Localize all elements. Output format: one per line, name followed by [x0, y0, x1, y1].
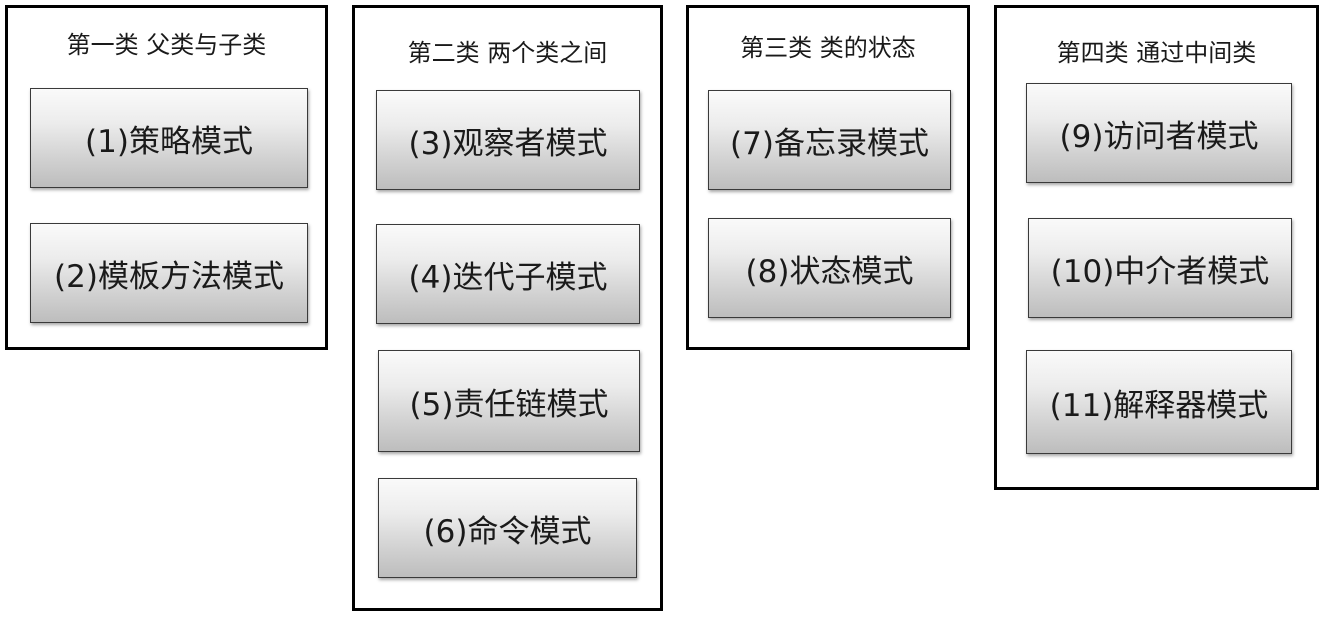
pattern-box-mediator: (10)中介者模式 — [1028, 218, 1292, 318]
group-between-two-classes: 第二类 两个类之间 (3)观察者模式 (4)迭代子模式 (5)责任链模式 (6)… — [352, 5, 663, 611]
pattern-box-state: (8)状态模式 — [708, 218, 951, 318]
group-parent-child: 第一类 父类与子类 (1)策略模式 (2)模板方法模式 — [5, 5, 328, 350]
group-title: 第一类 父类与子类 — [66, 31, 267, 59]
pattern-box-memento: (7)备忘录模式 — [708, 90, 951, 190]
pattern-box-chain-of-responsibility: (5)责任链模式 — [378, 350, 640, 452]
pattern-box-command: (6)命令模式 — [378, 478, 637, 578]
pattern-box-iterator: (4)迭代子模式 — [376, 224, 640, 324]
pattern-box-interpreter: (11)解释器模式 — [1026, 350, 1292, 454]
pattern-box-visitor: (9)访问者模式 — [1026, 83, 1292, 183]
pattern-box-strategy: (1)策略模式 — [30, 88, 308, 188]
group-title: 第二类 两个类之间 — [407, 39, 608, 67]
group-title: 第四类 通过中间类 — [1056, 39, 1257, 67]
group-via-intermediate-class: 第四类 通过中间类 (9)访问者模式 (10)中介者模式 (11)解释器模式 — [994, 5, 1319, 490]
pattern-box-template-method: (2)模板方法模式 — [30, 223, 308, 323]
group-title: 第三类 类的状态 — [740, 34, 916, 62]
group-class-state: 第三类 类的状态 (7)备忘录模式 (8)状态模式 — [686, 5, 970, 350]
pattern-box-observer: (3)观察者模式 — [376, 90, 640, 190]
